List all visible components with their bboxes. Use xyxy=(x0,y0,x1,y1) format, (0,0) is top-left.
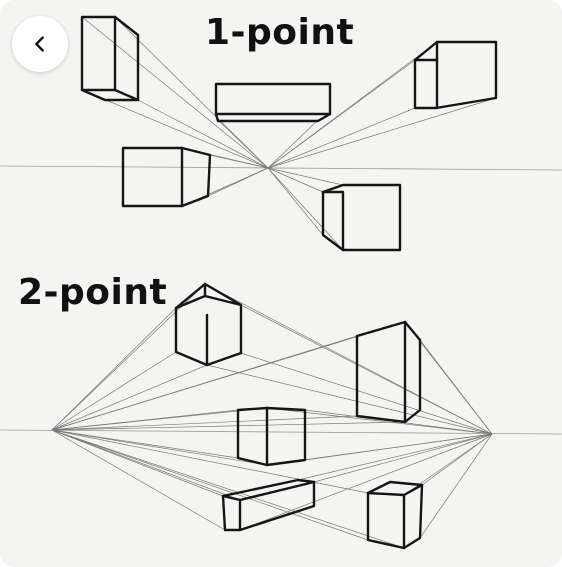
two-point-box-bottom-left xyxy=(221,478,316,532)
one-point-box-top-right xyxy=(413,40,498,110)
two-point-box-top-left xyxy=(174,282,243,367)
back-button[interactable] xyxy=(12,16,68,72)
two-point-title: 2-point xyxy=(18,272,168,313)
two-point-horizon-line xyxy=(0,429,562,435)
one-point-horizon-line xyxy=(0,165,562,171)
one-point-section xyxy=(0,15,562,252)
two-point-guide-lines xyxy=(51,283,493,549)
one-point-box-middle-left xyxy=(121,146,212,208)
one-point-box-top-middle xyxy=(214,82,332,123)
one-point-box-bottom-right xyxy=(321,183,402,252)
one-point-title: 1-point xyxy=(205,12,355,53)
one-point-box-top-left xyxy=(80,15,140,102)
two-point-box-center xyxy=(236,406,307,467)
two-point-box-right-tall xyxy=(355,320,422,424)
two-point-box-bottom-right xyxy=(366,480,424,550)
chevron-left-icon xyxy=(35,36,44,52)
two-point-section xyxy=(0,282,562,550)
